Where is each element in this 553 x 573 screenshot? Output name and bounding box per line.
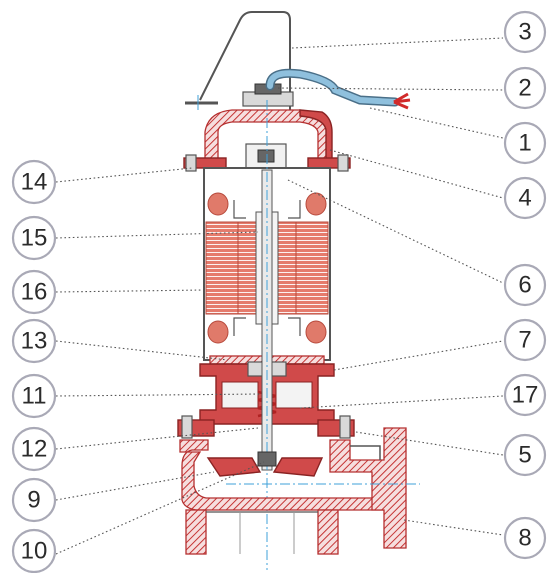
callout-15: 15 [11,215,57,261]
callout-label: 6 [518,272,531,299]
leader-6 [287,179,504,284]
callout-label: 11 [22,383,47,410]
callout-label: 7 [518,327,531,354]
callout-5: 5 [503,433,547,477]
leader-13 [55,340,229,361]
callout-2: 2 [503,66,547,110]
callout-11: 11 [11,373,57,419]
callout-3: 3 [503,10,547,54]
callout-label: 5 [518,442,531,469]
leader-12 [55,427,259,450]
leader-15 [55,231,259,239]
motor-cover [183,109,351,172]
leader-4 [329,149,504,199]
callout-7: 7 [503,318,547,362]
callout-label: 4 [518,185,531,212]
callout-1: 1 [503,121,547,165]
leader-14 [55,167,193,183]
callout-label: 10 [21,538,48,565]
power-cable [242,68,411,110]
callout-12: 12 [11,426,57,472]
callout-9: 9 [11,477,57,523]
callout-4: 4 [503,176,547,220]
callout-label: 9 [27,487,40,514]
callout-16: 16 [11,269,57,315]
leader-10 [55,461,265,555]
shaft [257,100,277,570]
leader-7 [333,340,504,371]
callout-14: 14 [11,159,57,205]
leader-3 [291,37,504,49]
leader-5 [355,431,504,456]
callout-label: 15 [21,225,48,252]
leader-9 [55,471,215,501]
leader-16 [55,289,205,293]
leader-8 [403,519,504,536]
callout-label: 14 [21,169,48,196]
callout-label: 16 [21,279,48,306]
callout-13: 13 [11,318,57,364]
lifting-handle [185,11,291,110]
callout-label: 2 [518,75,531,102]
callout-label: 17 [512,382,539,409]
callout-label: 8 [518,525,531,552]
callout-label: 12 [21,436,48,463]
callout-label: 1 [518,130,531,157]
callout-label: 3 [518,19,531,46]
callout-8: 8 [503,516,547,560]
leader-17 [299,395,504,409]
leader-2 [277,87,504,91]
callout-10: 10 [11,528,57,573]
callout-17: 17 [503,373,547,417]
callout-6: 6 [503,263,547,307]
leader-lines [55,37,504,555]
leader-11 [55,393,263,397]
callout-label: 13 [21,328,48,355]
volute-casing [177,415,420,555]
leader-1 [369,107,504,139]
